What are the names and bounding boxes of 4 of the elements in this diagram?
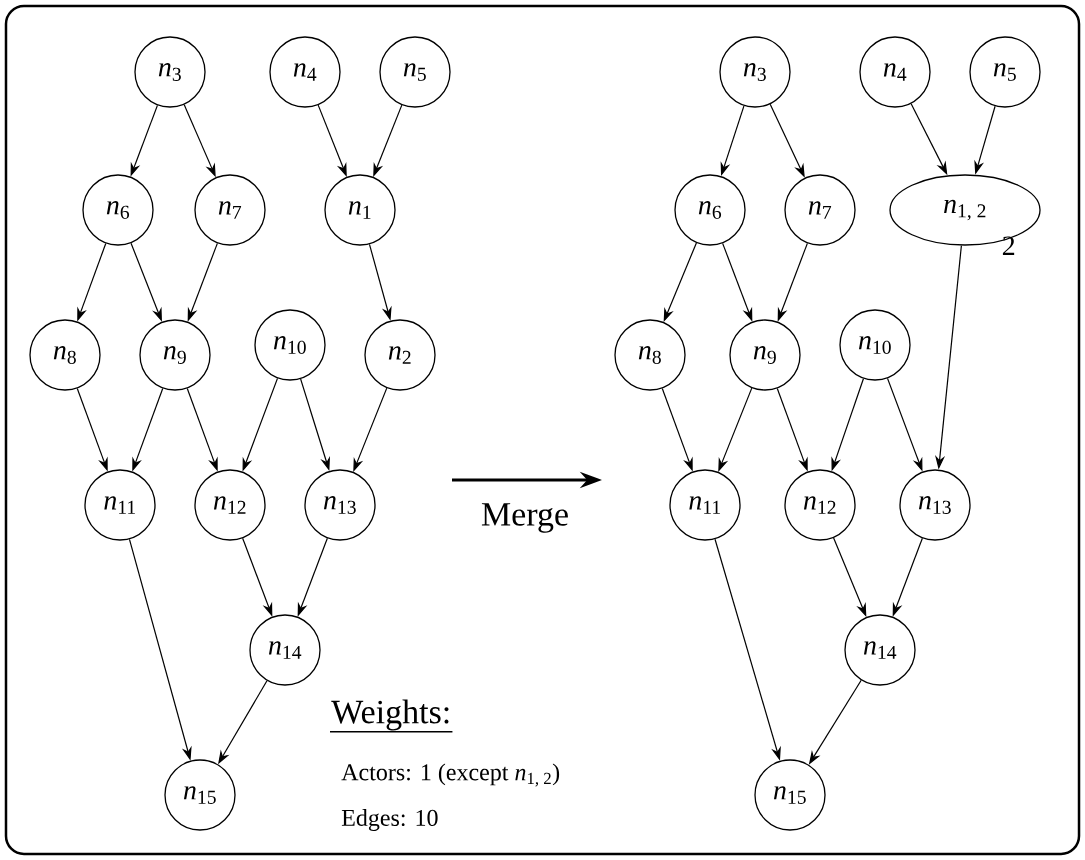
note-text: Edges: 10 [341, 809, 438, 831]
heading-text: Weights: [329, 699, 454, 733]
note-text: Actors: 1 (except n$_{1, 2}$) [341, 763, 560, 787]
caption-text: Merge [481, 503, 568, 533]
